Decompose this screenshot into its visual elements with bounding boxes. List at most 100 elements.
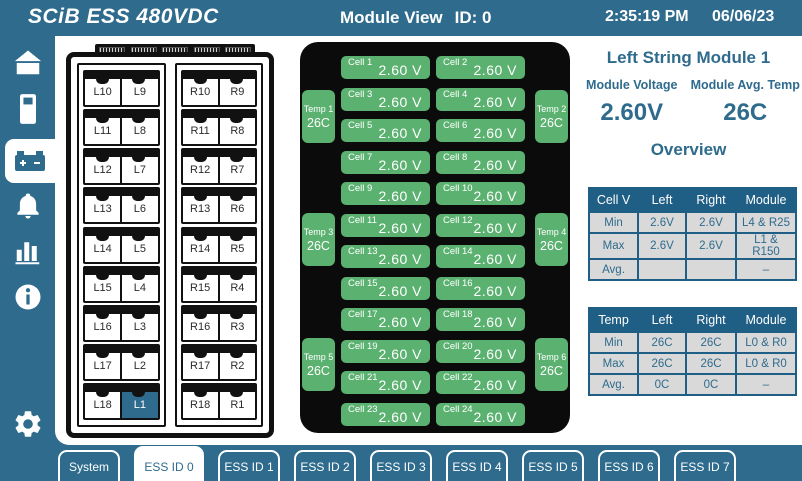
module-cell-r12[interactable]: R12	[183, 157, 220, 184]
tab-ess-id-7[interactable]: ESS ID 7	[674, 450, 736, 481]
module-cell-pair: R17 R2	[180, 343, 257, 381]
bar-chart-icon	[13, 236, 43, 266]
module-cell-l18[interactable]: L18	[85, 392, 123, 418]
sidebar-item-charts[interactable]	[0, 229, 55, 273]
sidebar-item-cabinet[interactable]	[0, 87, 55, 131]
module-cell-l16[interactable]: L16	[85, 313, 123, 340]
module-cell-r5[interactable]: R5	[230, 242, 245, 255]
module-cell-r18[interactable]: R18	[183, 392, 220, 418]
sidebar-item-alarms[interactable]	[0, 184, 55, 228]
tab-ess-id-3[interactable]: ESS ID 3	[370, 450, 432, 481]
module-cell-r10[interactable]: R10	[183, 79, 220, 105]
tab-system[interactable]: System	[58, 450, 120, 481]
module-cell-r1[interactable]: R1	[230, 399, 245, 411]
module-cell-r14[interactable]: R14	[183, 235, 220, 262]
tab-ess-id-2[interactable]: ESS ID 2	[294, 450, 356, 481]
tab-ess-id-0[interactable]: ESS ID 0	[134, 446, 204, 481]
module-cell-l6[interactable]: L6	[133, 203, 146, 216]
module-cell-r6[interactable]: R6	[230, 203, 245, 216]
module-cell-r13[interactable]: R13	[183, 196, 220, 223]
tab-ess-id-5[interactable]: ESS ID 5	[522, 450, 584, 481]
module-cell-r11[interactable]: R11	[183, 118, 220, 145]
module-cell-l13[interactable]: L13	[85, 196, 123, 223]
module-cell-r4[interactable]: R4	[230, 281, 245, 294]
module-cell-r8[interactable]: R8	[230, 125, 245, 138]
module-cell-r9[interactable]: R9	[230, 86, 245, 98]
cell-label: Cell 5	[348, 120, 373, 131]
module-cell-l7[interactable]: L7	[133, 164, 146, 177]
table-cell: Max	[588, 352, 639, 375]
cell-label: Cell 7	[348, 151, 373, 163]
module-cell-r2[interactable]: R2	[230, 359, 245, 372]
module-cell-l8[interactable]: L8	[133, 125, 146, 138]
module-cell-l2[interactable]: L2	[133, 359, 146, 372]
module-cell-r17[interactable]: R17	[183, 352, 220, 379]
module-cell-l10[interactable]: L10	[85, 79, 123, 105]
cell-value: 2.60 V	[378, 251, 422, 267]
module-avg-temp-value: 26C	[723, 99, 768, 126]
module-cell-l17[interactable]: L17	[85, 352, 123, 379]
tab-ess-id-1[interactable]: ESS ID 1	[218, 450, 280, 481]
table-cell	[637, 258, 687, 281]
module-cell-r3[interactable]: R3	[230, 320, 245, 333]
module-cell-l14[interactable]: L14	[85, 235, 123, 262]
table-header-cell: Temp	[588, 307, 639, 333]
module-cell-l12[interactable]: L12	[85, 157, 123, 184]
cell-value: 2.60 V	[473, 282, 517, 299]
module-cell-r15[interactable]: R15	[183, 274, 220, 301]
table-cell: 0C	[685, 373, 737, 396]
tab-ess-id-6[interactable]: ESS ID 6	[598, 450, 660, 481]
sidebar-item-settings[interactable]	[0, 402, 55, 446]
module-cell-l5[interactable]: L5	[133, 242, 146, 255]
sidebar-item-info[interactable]	[0, 275, 55, 319]
module-cell-l15[interactable]: L15	[85, 274, 123, 301]
table-cell: –	[735, 258, 797, 281]
cell-terminal-bar	[85, 306, 158, 319]
home-icon	[12, 48, 44, 78]
module-cell-l3[interactable]: L3	[133, 320, 146, 333]
table-cell: Min	[588, 211, 639, 234]
module-cell-l11[interactable]: L11	[85, 118, 123, 145]
tab-ess-id-4[interactable]: ESS ID 4	[446, 450, 508, 481]
module-cell-r16[interactable]: R16	[183, 313, 220, 340]
module-cell-l4[interactable]: L4	[133, 281, 146, 294]
sidebar-item-battery[interactable]	[5, 139, 55, 183]
module-cell-r7[interactable]: R7	[230, 164, 245, 177]
module-cell-l9[interactable]: L9	[133, 86, 146, 98]
sidebar-item-home[interactable]	[0, 41, 55, 85]
